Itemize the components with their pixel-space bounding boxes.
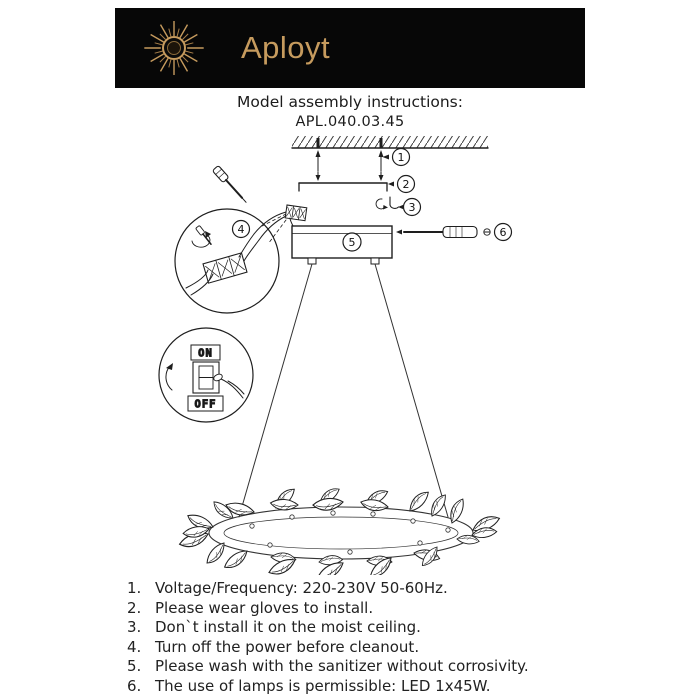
instruction-text: Please wash with the sanitizer without c… bbox=[155, 657, 529, 676]
callout-2-label: 2 bbox=[403, 178, 410, 191]
brand-banner: Aployt bbox=[115, 8, 585, 88]
brand-name: Aployt bbox=[241, 30, 331, 65]
instruction-text: Don`t install it on the moist ceiling. bbox=[155, 618, 421, 637]
instruction-item: 2. Please wear gloves to install. bbox=[127, 599, 700, 619]
ceiling-hatch bbox=[291, 136, 489, 149]
assembly-diagram: 1 2 3 bbox=[158, 136, 513, 575]
wire-connector bbox=[253, 204, 308, 245]
instruction-item: 3. Don`t install it on the moist ceiling… bbox=[127, 618, 700, 638]
callout-4: 4 bbox=[231, 219, 251, 239]
detail-wiring bbox=[174, 208, 280, 314]
callout-4-label: 4 bbox=[238, 223, 245, 236]
screwdriver-side-icon bbox=[396, 225, 491, 239]
screwdriver-top-icon bbox=[212, 165, 247, 203]
instruction-number: 3. bbox=[127, 618, 142, 637]
canopy bbox=[291, 225, 393, 265]
instruction-item: 1. Voltage/Frequency: 220-230V 50-60Hz. bbox=[127, 579, 700, 599]
sunburst-logo-icon bbox=[143, 20, 205, 76]
instruction-item: 5. Please wash with the sanitizer withou… bbox=[127, 657, 700, 677]
instruction-text: Please wear gloves to install. bbox=[155, 598, 374, 617]
switch-off-label: OFF bbox=[195, 399, 217, 411]
finger-icon bbox=[213, 373, 245, 399]
instruction-item: 4. Turn off the power before cleanout. bbox=[127, 638, 700, 658]
model-number: APL.040.03.45 bbox=[295, 114, 405, 130]
ceiling-screws bbox=[315, 138, 384, 172]
callout-6-label: 6 bbox=[500, 226, 507, 239]
mounting-bracket bbox=[298, 171, 388, 192]
callout-5: 5 bbox=[342, 232, 362, 252]
callout-1-label: 1 bbox=[398, 151, 405, 164]
suspension-wires bbox=[238, 263, 449, 518]
instruction-item: 6. The use of lamps is permissible: LED … bbox=[127, 677, 700, 697]
instruction-number: 1. bbox=[127, 579, 142, 597]
callout-1: 1 bbox=[382, 147, 411, 167]
page-title: Model assembly instructions: bbox=[237, 93, 463, 111]
detail-switch: ON OFF bbox=[158, 327, 254, 423]
switch-on-label: ON bbox=[198, 348, 213, 360]
instruction-list: 1. Voltage/Frequency: 220-230V 50-60Hz. … bbox=[0, 579, 700, 697]
callout-5-label: 5 bbox=[349, 236, 356, 249]
callout-3-label: 3 bbox=[409, 201, 416, 214]
callout-2: 2 bbox=[388, 174, 416, 194]
terminal-block bbox=[202, 252, 248, 284]
instruction-text: The use of lamps is permissible: LED 1x4… bbox=[155, 676, 491, 695]
callout-6: 6 bbox=[493, 222, 513, 242]
callout-3: 3 bbox=[398, 197, 422, 217]
instruction-number: 5. bbox=[127, 657, 142, 676]
locking-hook bbox=[375, 196, 400, 210]
instruction-text: Voltage/Frequency: 220-230V 50-60Hz. bbox=[155, 579, 448, 597]
chandelier-ring bbox=[178, 486, 502, 575]
instruction-number: 2. bbox=[127, 598, 142, 617]
instruction-number: 6. bbox=[127, 676, 142, 695]
instruction-number: 4. bbox=[127, 637, 142, 656]
instruction-text: Turn off the power before cleanout. bbox=[155, 637, 420, 656]
mini-screwdriver-icon bbox=[195, 225, 212, 245]
